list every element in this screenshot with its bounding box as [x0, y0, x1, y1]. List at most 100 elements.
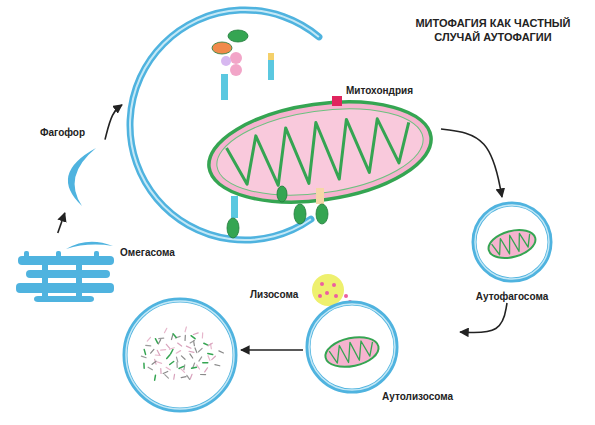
process-arrow [105, 105, 122, 140]
debris-fragment [202, 333, 203, 338]
process-arrow [460, 303, 507, 333]
debris-fragment [190, 354, 193, 358]
mito-cristae [491, 230, 534, 258]
debris-fragment [219, 351, 224, 353]
receptor-protein [212, 42, 232, 54]
vesicle-inner-membrane [475, 205, 549, 279]
inner-membrane [211, 97, 428, 207]
debris-fragment [146, 345, 151, 347]
receptor-bar [268, 53, 274, 60]
ubiquitin-bead [230, 64, 242, 76]
mito-cristae [328, 338, 375, 366]
enzyme-dot [334, 294, 338, 298]
debris-fragment [191, 336, 195, 339]
debris-fragment [190, 340, 194, 343]
title-frame: МИТОФАГИЯ КАК ЧАСТНЫЙ СЛУЧАЙ АУТОФАГИИ [405, 16, 581, 44]
phagophore-crescent [68, 148, 96, 206]
mito-membrane [485, 225, 538, 263]
debris-fragment [190, 374, 192, 379]
debris-fragment [199, 357, 202, 361]
phagophore: Фагофор [40, 122, 102, 210]
debris-fragment [189, 351, 194, 352]
node-label: Омегасома [120, 247, 175, 259]
debris-fragment [143, 363, 145, 368]
debris-fragment [197, 365, 200, 369]
debris-fragment [157, 350, 159, 354]
debris-fragment [184, 335, 185, 340]
omegasome-shape [14, 236, 189, 304]
debris-fragment [181, 369, 185, 372]
debris-fragment [152, 361, 156, 364]
er-stub [94, 251, 99, 258]
debris-fragment [208, 343, 212, 346]
mini-mitochondrion [323, 333, 382, 372]
receptor-bar [231, 196, 238, 218]
debris-fragment [199, 348, 203, 351]
enzyme-dot [320, 282, 324, 286]
receptor-bar [268, 60, 274, 80]
vesicle-inner-membrane [309, 304, 395, 390]
autophagosome-shape [462, 200, 562, 300]
debris-fragment [151, 349, 154, 353]
enzyme-dot [325, 291, 329, 295]
debris-fragment [173, 374, 175, 379]
debris-fragment [186, 346, 191, 348]
debris-fragment [170, 361, 174, 364]
node-label: Митохондрия [346, 85, 413, 97]
er-cisterna [18, 256, 114, 265]
receptor-protein [316, 204, 328, 224]
debris-fragment [193, 333, 198, 335]
debris-fragment [169, 348, 174, 350]
debris-fragment [176, 362, 177, 367]
er-cisterna [16, 283, 114, 293]
er-cisterna [26, 270, 110, 278]
lysosome: Лизосома [250, 272, 346, 308]
process-arrow [441, 129, 502, 197]
debris-fragment [203, 362, 208, 364]
er-bridge [42, 258, 48, 300]
debris-fragment [201, 374, 206, 375]
debris-fragment [147, 337, 150, 341]
mitochondrion: Митохондрия [206, 78, 436, 228]
debris-fragment [178, 343, 182, 346]
debris-fragment [171, 335, 172, 340]
vesicle-inner-membrane [126, 301, 234, 409]
debris-fragment [167, 355, 170, 359]
debris-fragment [155, 339, 157, 343]
degraded-mitochondrion-shape [122, 297, 238, 413]
debris-fragment [171, 349, 173, 353]
receptor-bar [221, 74, 228, 100]
debris-fragment [212, 356, 216, 359]
debris-fragment [176, 351, 180, 354]
debris-fragment [154, 375, 156, 380]
engulfing-phagophore: Митохондрия [125, 8, 438, 250]
enzyme-dot [332, 283, 336, 287]
omegasome-shape [16, 242, 114, 302]
debris-fragment [192, 367, 197, 368]
node-label: Аутофагосома [476, 291, 548, 303]
autolysosome: Аутолизосома [306, 302, 457, 402]
omegasome-cup [66, 242, 113, 249]
process-arrow [58, 213, 65, 233]
debris-fragment [163, 371, 168, 373]
debris-fragment [204, 343, 209, 345]
receptor-bar [316, 188, 324, 204]
debris-fragment [179, 366, 184, 368]
receptor-protein [294, 204, 306, 224]
debris-fragment [157, 362, 162, 364]
ubiquitin-bead [230, 52, 242, 64]
process-arrow [241, 349, 303, 351]
node-label: Лизосома [250, 289, 298, 301]
node-label: Фагофор [40, 127, 85, 139]
debris-fragment [215, 365, 220, 366]
cristae [225, 110, 415, 194]
debris-fragment [176, 357, 177, 362]
debris-fragment [164, 328, 166, 332]
vesicle-membrane [125, 300, 235, 410]
receptor-proteins [212, 30, 342, 238]
vesicle-membrane [474, 204, 550, 280]
debris-fragment [195, 348, 197, 353]
diagram-title: МИТОФАГИЯ КАК ЧАСТНЫЙ СЛУЧАЙ АУТОФАГИИ [405, 16, 581, 44]
debris-fragment [208, 356, 210, 361]
